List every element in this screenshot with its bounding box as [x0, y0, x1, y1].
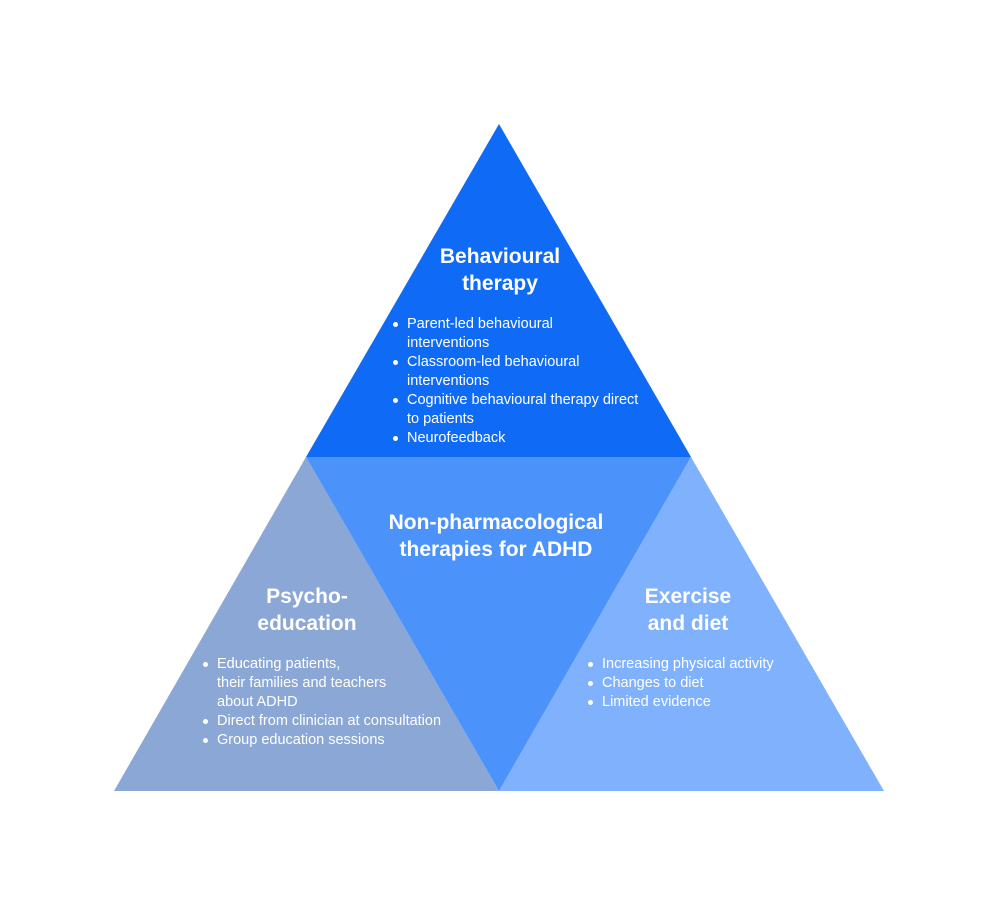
top-title-line: Behavioural [439, 245, 561, 268]
list-item: Group education sessions [203, 731, 473, 750]
list-item: Direct from clinician at consultation [203, 712, 473, 731]
right-title-line: and diet [647, 612, 729, 635]
center-triangle [306, 457, 691, 791]
list-item: Parent-led behavioural interventions [393, 315, 663, 353]
list-item: Classroom-led behavioural interventions [393, 353, 663, 391]
top-triangle [306, 124, 691, 457]
list-item: Limited evidence [588, 693, 808, 712]
center-title-line: Non-pharmacological [388, 511, 604, 534]
right-title: Exercise and diet [588, 583, 788, 637]
center-title-line: therapies for ADHD [399, 538, 593, 561]
left-triangle [114, 457, 499, 791]
left-title-line: education [257, 612, 357, 635]
top-title-line: therapy [462, 272, 538, 295]
center-title: Non-pharmacological therapies for ADHD [346, 509, 646, 563]
list-item: Neurofeedback [393, 429, 663, 448]
left-bullet-list: Educating patients, their families and t… [203, 655, 473, 750]
left-title-line: Psycho- [266, 585, 348, 608]
list-item: Increasing physical activity [588, 655, 808, 674]
right-bullet-list: Increasing physical activity Changes to … [588, 655, 808, 712]
left-title: Psycho- education [207, 583, 407, 637]
list-item: Cognitive behavioural therapy direct to … [393, 391, 663, 429]
list-item: Changes to diet [588, 674, 808, 693]
right-triangle [499, 457, 884, 791]
list-item: Educating patients, their families and t… [203, 655, 473, 712]
top-title: Behavioural therapy [400, 243, 600, 297]
top-bullet-list: Parent-led behavioural interventions Cla… [393, 315, 663, 448]
right-title-line: Exercise [644, 585, 732, 608]
